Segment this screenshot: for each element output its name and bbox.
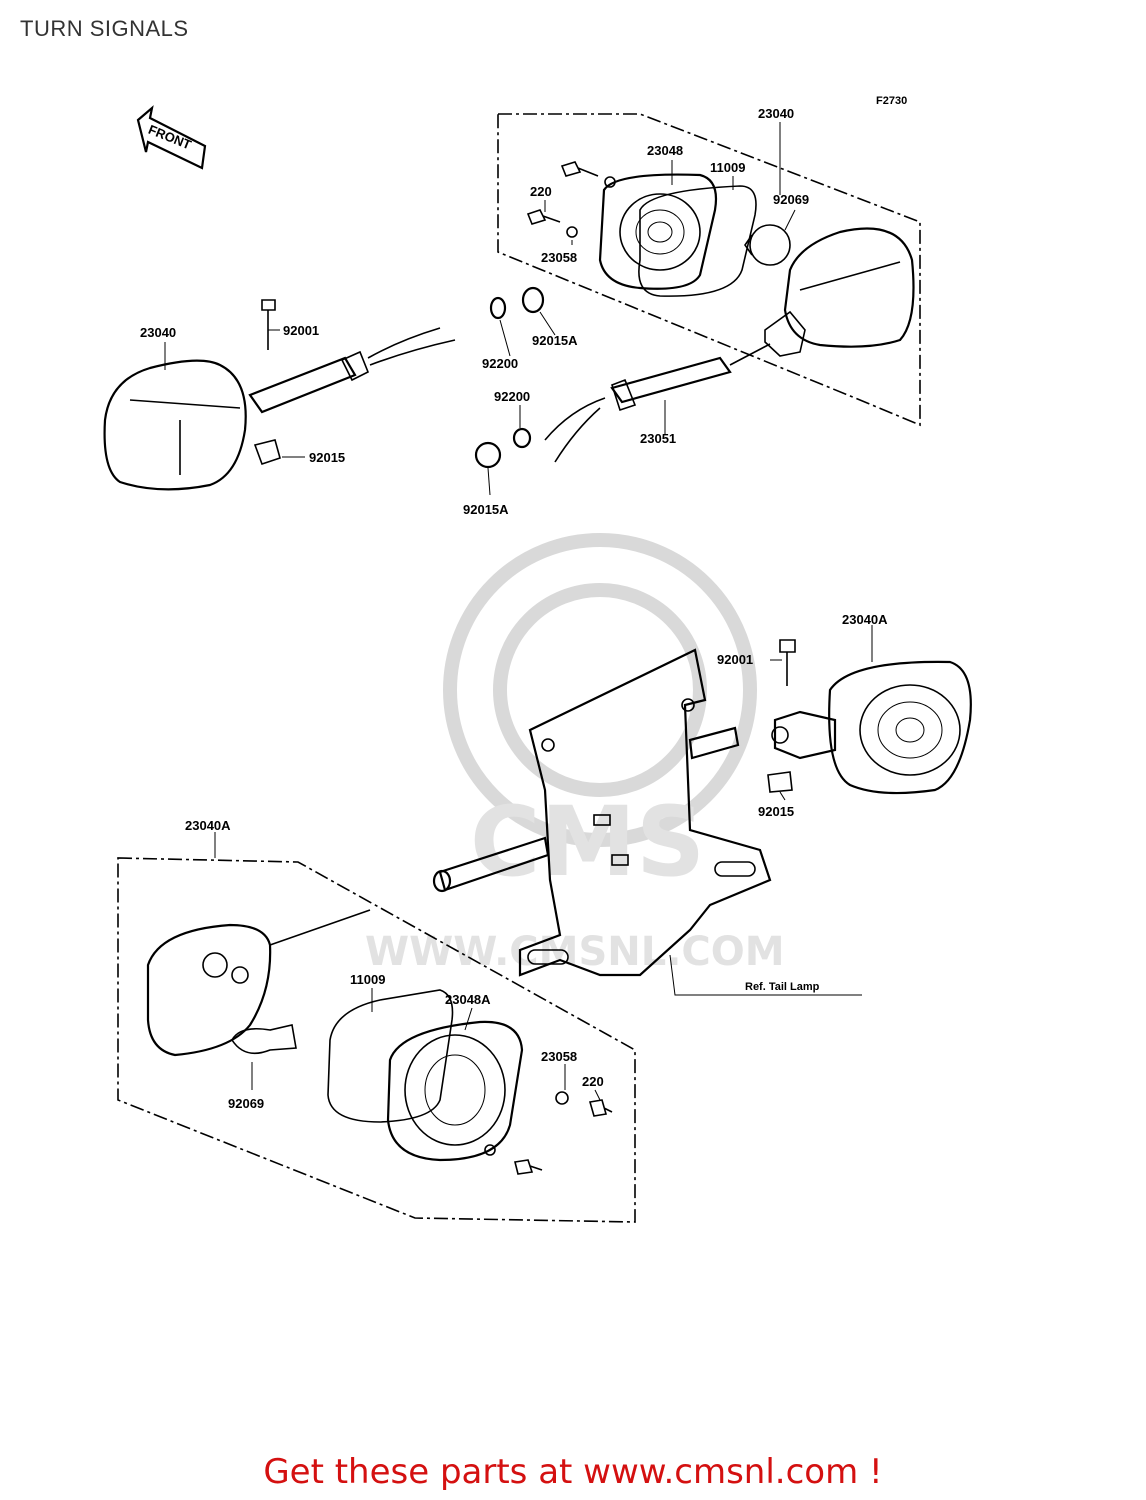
housing-rear-left-drawing (146, 909, 371, 1057)
page-title: TURN SIGNALS (20, 16, 189, 41)
front-label: FRONT (146, 122, 193, 153)
label-92015A-b: 92015A (463, 502, 509, 517)
watermark-url: WWW.CMSNL.COM (365, 929, 785, 975)
label-92200-a: 92200 (482, 356, 518, 371)
reference-note: Ref. Tail Lamp (745, 981, 820, 993)
screw-220-drawing (526, 161, 616, 238)
label-92015-left: 92015 (309, 450, 345, 465)
label-92015A-a: 92015A (532, 333, 578, 348)
label-92001-right: 92001 (717, 652, 753, 667)
bulb-rear-drawing (231, 1024, 297, 1055)
turn-signal-rear-right-drawing (767, 639, 972, 795)
label-23048: 23048 (647, 143, 683, 158)
label-23058-top: 23058 (541, 250, 577, 265)
watermark-brand: CMS (470, 786, 705, 898)
label-220-bottom: 220 (582, 1074, 604, 1089)
front-arrow-icon: FRONT (136, 105, 207, 170)
label-23048A: 23048A (445, 992, 491, 1007)
assembly-box-bottom (117, 857, 636, 1223)
turn-signal-left-drawing (103, 299, 456, 491)
label-92015-right: 92015 (758, 804, 794, 819)
leader-lines (164, 122, 873, 1101)
figure-code: F2730 (876, 95, 907, 107)
label-23040-top: 23040 (758, 106, 794, 121)
label-23040-left: 23040 (140, 325, 176, 340)
lens-rear-drawing (386, 1020, 524, 1162)
gasket-11009-drawing (638, 185, 757, 297)
label-92069-top: 92069 (773, 192, 809, 207)
assembly-box-top (497, 113, 921, 427)
turn-signal-right-drawing (764, 227, 915, 357)
footer-link[interactable]: Get these parts at www.cmsnl.com ! (263, 1452, 883, 1492)
label-220-top: 220 (530, 184, 552, 199)
label-23058-bottom: 23058 (541, 1049, 577, 1064)
label-23040A-left: 23040A (185, 818, 231, 833)
label-92069-bottom: 92069 (228, 1096, 264, 1111)
label-23040A-right: 23040A (842, 612, 888, 627)
screw-rear-drawing (484, 1091, 613, 1175)
label-23051: 23051 (640, 431, 676, 446)
washers-drawing (474, 286, 545, 469)
label-92001-left: 92001 (283, 323, 319, 338)
label-92200-b: 92200 (494, 389, 530, 404)
bracket-drawing (432, 648, 862, 996)
gasket-rear-drawing (327, 989, 454, 1123)
lens-23048-drawing (598, 173, 718, 290)
label-11009-top: 11009 (710, 160, 745, 175)
bulb-92069-drawing (744, 224, 791, 266)
watermark: CMS WWW.CMSNL.COM (365, 533, 785, 975)
stalk-23051-drawing (544, 343, 771, 463)
label-11009-bottom: 11009 (350, 972, 385, 987)
